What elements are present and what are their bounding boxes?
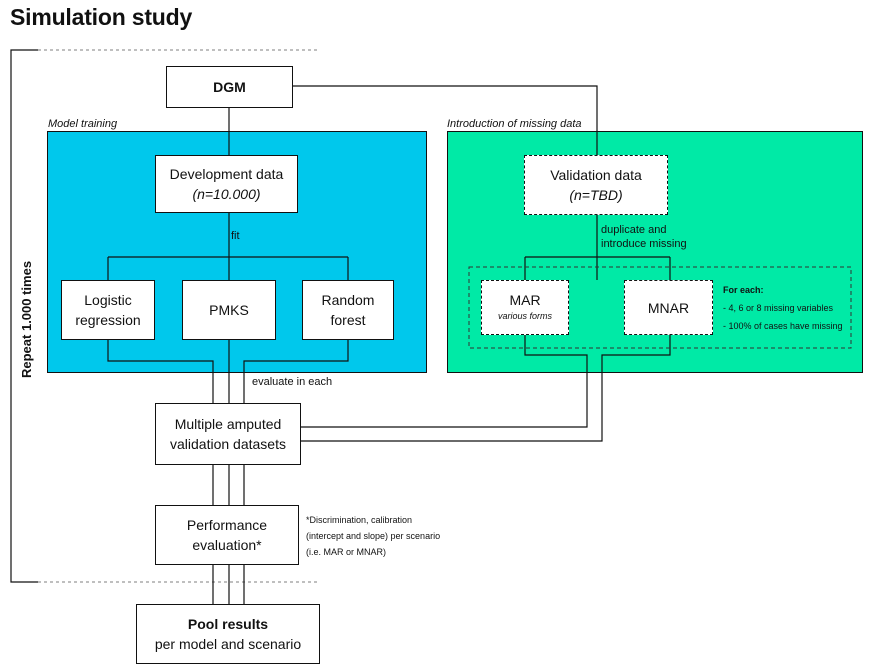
for-each-item-1: - 4, 6 or 8 missing variables	[723, 303, 834, 313]
random-forest-line1: Random	[321, 292, 375, 308]
dgm-box: DGM	[166, 66, 293, 108]
pmks-box: PMKS	[182, 280, 276, 340]
validation-data-title: Validation data	[550, 167, 642, 183]
logistic-line2: regression	[75, 312, 141, 328]
repeat-label: Repeat 1.000 times	[19, 260, 34, 378]
performance-line1: Performance	[186, 517, 268, 533]
amputed-line2: validation datasets	[170, 436, 286, 452]
evaluate-label: evaluate in each	[252, 376, 333, 388]
footnote-line3: (i.e. MAR or MNAR)	[306, 547, 387, 557]
pool-results-box: Pool results per model and scenario	[136, 604, 320, 664]
pool-results-title: Pool results	[187, 616, 269, 632]
pool-results-subtitle: per model and scenario	[154, 636, 302, 652]
duplicate-label: duplicate and introduce missing	[601, 223, 687, 251]
performance-line2: evaluation*	[192, 537, 262, 553]
fit-label: fit	[231, 230, 240, 242]
validation-data-box: Validation data (n=TBD)	[524, 155, 668, 215]
development-data-box: Development data (n=10.000)	[155, 155, 298, 213]
for-each-heading: For each:	[723, 285, 764, 295]
missing-data-label: Introduction of missing data	[447, 118, 582, 130]
duplicate-line2: introduce missing	[601, 238, 687, 250]
amputed-line1: Multiple amputed	[174, 416, 282, 432]
duplicate-line1: duplicate and	[601, 224, 667, 236]
model-training-label: Model training	[48, 118, 118, 130]
mar-title: MAR	[509, 291, 541, 308]
for-each-note: For each: - 4, 6 or 8 missing variables …	[723, 281, 843, 335]
performance-evaluation-box: Performance evaluation*	[155, 505, 299, 565]
logistic-line1: Logistic	[84, 292, 132, 308]
development-data-n: (n=10.000)	[192, 186, 261, 202]
for-each-item-2: - 100% of cases have missing	[723, 321, 843, 331]
development-data-title: Development data	[169, 166, 284, 182]
random-forest-box: Random forest	[302, 280, 394, 340]
random-forest-line2: forest	[330, 312, 366, 328]
validation-data-n: (n=TBD)	[569, 187, 623, 203]
mnar-box: MNAR	[624, 280, 713, 335]
logistic-regression-box: Logistic regression	[61, 280, 155, 340]
diagram-title: Simulation study	[10, 4, 193, 30]
mar-subtitle: various forms	[497, 310, 552, 321]
amputed-datasets-box: Multiple amputed validation datasets	[155, 403, 301, 465]
footnote-line2: (intercept and slope) per scenario	[306, 531, 441, 541]
performance-footnote: *Discrimination, calibration (intercept …	[306, 512, 440, 560]
footnote-line1: *Discrimination, calibration	[306, 515, 413, 525]
mar-box: MAR various forms	[481, 280, 569, 335]
